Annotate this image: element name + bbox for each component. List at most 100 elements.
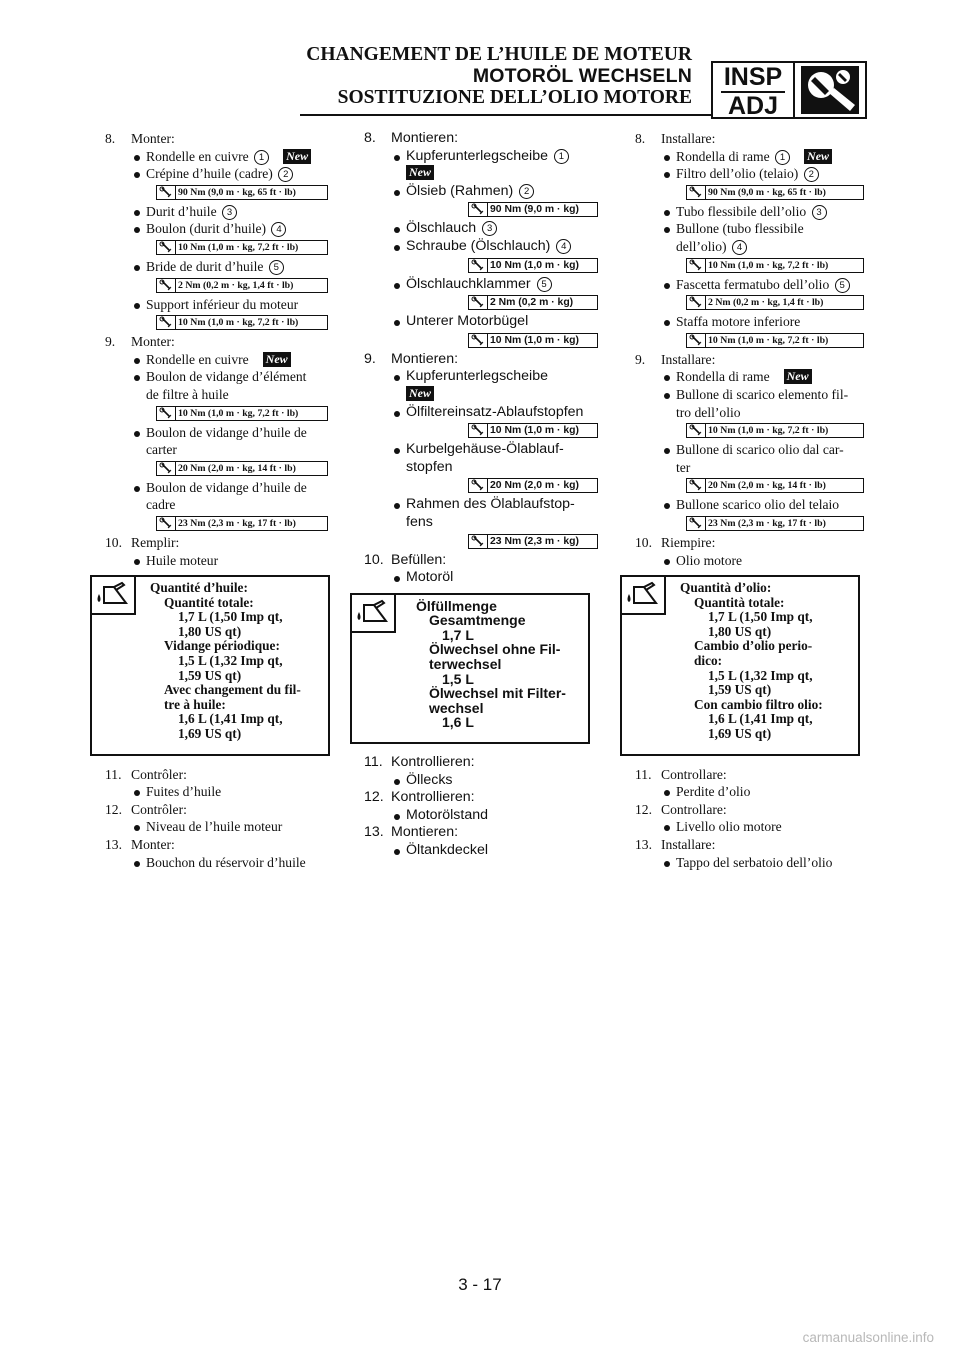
step-10: 10.Riempire:	[635, 534, 716, 550]
list-item: Schraube (Ölschlauch) 4	[358, 238, 598, 256]
new-badge: New	[804, 148, 833, 164]
torque-spec: 10 Nm (1,0 m · kg, 7,2 ft · lb)	[686, 332, 864, 348]
torque-spec: 2 Nm (0,2 m · kg)	[468, 295, 598, 311]
torque-wrench-icon	[687, 258, 706, 272]
title-it: SOSTITUZIONE DELL’OLIO MOTORE	[337, 87, 692, 108]
new-badge: New	[283, 148, 312, 164]
section-badge: INSP ADJ	[711, 61, 867, 119]
torque-spec: 23 Nm (2,3 m · kg, 17 ft · lb)	[686, 515, 864, 531]
new-badge: New	[783, 369, 812, 385]
torque-wrench-icon	[157, 278, 176, 292]
torque-spec: 10 Nm (1,0 m · kg, 7,2 ft · lb)	[686, 257, 864, 273]
wrench-icon	[795, 63, 865, 117]
list-item: Kupferunterlegscheibe	[358, 368, 598, 386]
torque-wrench-icon	[469, 296, 488, 310]
list-item: Staffa motore inferiore	[628, 313, 868, 331]
oil-can-icon	[92, 577, 136, 616]
torque-spec: 10 Nm (1,0 m · kg, 7,2 ft · lb)	[156, 405, 328, 421]
badge-adj: ADJ	[727, 92, 778, 120]
list-item: Crépine d’huile (cadre) 2	[98, 165, 338, 183]
step-10: 10.Befüllen:	[364, 551, 447, 568]
step-8: 8.Monter:	[105, 131, 175, 146]
list-item: Ölschlauchklammer 5	[358, 276, 598, 294]
new-badge: New	[262, 351, 291, 367]
section-badge-text: INSP ADJ	[713, 63, 795, 120]
list-item: Motorölstand	[358, 807, 598, 825]
badge-insp: INSP	[721, 63, 785, 93]
list-item: Boulon de vidange d’élément	[98, 368, 338, 386]
step-11: 11.Controllare:	[635, 766, 727, 782]
list-item: Tubo flessibile dell’olio 3	[628, 203, 868, 221]
list-item-cont: carter	[146, 442, 177, 458]
list-item: Öltankdeckel	[358, 842, 598, 860]
torque-wrench-icon	[469, 424, 488, 438]
torque-wrench-icon	[157, 461, 176, 475]
watermark: carmanualsonline.info	[802, 1330, 934, 1345]
torque-wrench-icon	[157, 406, 176, 420]
list-item: Tappo del serbatoio dell’olio	[628, 854, 868, 872]
list-item: Boulon (durit d’huile) 4	[98, 220, 338, 238]
list-item-cont: cadre	[146, 497, 176, 513]
list-item: Livello olio motore	[628, 818, 868, 836]
oil-quantity-text: Ölfüllmenge Gesamtmenge 1,7 L Ölwechsel …	[416, 597, 566, 731]
list-item: Unterer Motorbügel	[358, 313, 598, 331]
oil-quantity-text: Quantità d’olio: Quantità totale: 1,7 L …	[680, 580, 823, 742]
list-item-cont: dell’olio) 4	[628, 238, 868, 256]
list-item-cont: New	[358, 165, 598, 183]
step-13: 13.Installare:	[635, 837, 716, 852]
list-item: Fascetta fermatubo dell’olio 5	[628, 276, 868, 294]
step-9: 9.Monter:	[105, 334, 175, 350]
list-item: Bullone di scarico olio dal car-	[628, 441, 868, 459]
torque-wrench-icon	[469, 203, 488, 217]
page-number: 3 - 17	[458, 1275, 502, 1294]
column-german: 8.Montieren: Kupferunterlegscheibe 1 New…	[350, 130, 598, 860]
torque-spec: 10 Nm (1,0 m · kg, 7,2 ft · lb)	[156, 239, 328, 255]
step-12: 12.Controllare:	[635, 801, 727, 817]
torque-spec: 20 Nm (2,0 m · kg)	[468, 478, 598, 494]
new-badge: New	[406, 385, 434, 401]
page-header-titles: CHANGEMENT DE L’HUILE DE MOTEUR MOTORÖL …	[306, 44, 692, 109]
list-item: Motoröl	[358, 569, 598, 587]
oil-can-icon	[622, 577, 666, 616]
torque-spec: 10 Nm (1,0 m · kg)	[468, 332, 598, 348]
list-item: Filtro dell’olio (telaio) 2	[628, 165, 868, 183]
torque-wrench-icon	[157, 316, 176, 330]
list-item: Olio motore	[628, 552, 868, 570]
step-8: 8.Montieren:	[364, 130, 459, 146]
list-item: Kurbelgehäuse-Ölablauf-	[358, 441, 598, 459]
list-item: Boulon de vidange d’huile de	[98, 424, 338, 442]
list-item: Huile moteur	[98, 552, 338, 570]
list-item: Bullone di scarico elemento fil-	[628, 386, 868, 404]
list-item: Support inférieur du moteur	[98, 296, 338, 314]
step-13: 13.Monter:	[105, 837, 175, 852]
torque-wrench-icon	[469, 333, 488, 347]
step-11: 11.Kontrollieren:	[364, 754, 475, 771]
list-item: Ölfiltereinsatz-Ablaufstopfen	[358, 404, 598, 422]
torque-spec: 90 Nm (9,0 m · kg, 65 ft · lb)	[156, 184, 328, 200]
list-item: Perdite d’olio	[628, 783, 868, 801]
new-badge: New	[406, 165, 434, 181]
torque-spec: 20 Nm (2,0 m · kg, 14 ft · lb)	[156, 460, 328, 476]
list-item: Bouchon du réservoir d’huile	[98, 854, 338, 872]
torque-wrench-icon	[687, 185, 706, 199]
step-9: 9.Installare:	[635, 351, 716, 367]
list-item: Niveau de l’huile moteur	[98, 818, 338, 836]
list-item: Bride de durit d’huile 5	[98, 258, 338, 276]
oil-quantity-text: Quantité d’huile: Quantité totale: 1,7 L…	[150, 580, 301, 742]
torque-spec: 10 Nm (1,0 m · kg)	[468, 257, 598, 273]
torque-wrench-icon	[687, 479, 706, 493]
torque-spec: 20 Nm (2,0 m · kg, 14 ft · lb)	[686, 478, 864, 494]
list-item-cont: tro dell’olio	[676, 404, 741, 420]
list-item: Fuites d’huile	[98, 783, 338, 801]
step-13: 13.Montieren:	[364, 824, 459, 841]
oil-quantity-box: Quantité d’huile: Quantité totale: 1,7 L…	[90, 575, 330, 756]
list-item: Boulon de vidange d’huile de	[98, 479, 338, 497]
title-fr: CHANGEMENT DE L’HUILE DE MOTEUR	[306, 44, 692, 65]
header-rule	[300, 114, 712, 116]
torque-wrench-icon	[157, 240, 176, 254]
